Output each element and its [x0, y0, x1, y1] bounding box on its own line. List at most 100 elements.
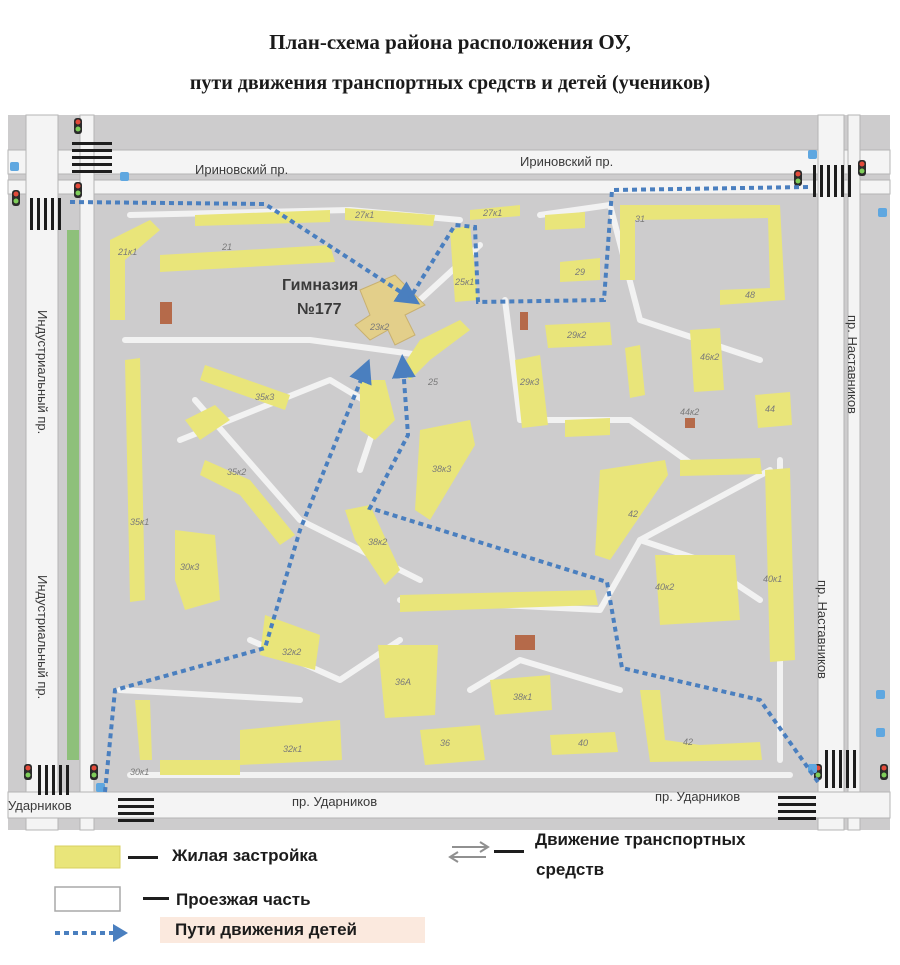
building-number: 38к2	[368, 537, 387, 547]
building	[110, 220, 160, 320]
building-number: 29к2	[566, 330, 586, 340]
building-number: 35к1	[130, 517, 149, 527]
building	[620, 205, 785, 305]
residential-buildings	[110, 205, 795, 775]
bus-stop-icon	[808, 150, 817, 159]
bus-stop-icon	[96, 783, 105, 792]
building	[400, 590, 598, 612]
building	[470, 205, 520, 220]
building	[378, 645, 438, 718]
traffic-light-icon	[880, 764, 888, 780]
path-north-west	[69, 200, 421, 305]
legend-transport-arrows-icon	[448, 841, 490, 863]
crosswalk-right-top	[813, 165, 851, 197]
building	[240, 720, 342, 765]
building	[755, 392, 792, 428]
crosswalks	[30, 142, 856, 822]
legend-path-bg	[160, 917, 425, 943]
building	[545, 322, 612, 348]
street-label-industrialny: Индустриальный пр.	[35, 310, 50, 434]
building	[345, 208, 435, 226]
crosswalk-right-bottom	[825, 750, 856, 788]
crosswalk-top-left	[72, 142, 112, 173]
building-number: 21к1	[117, 247, 137, 257]
building	[160, 760, 240, 775]
street-label-nastavnikov: пр. Наставников	[845, 315, 860, 414]
building-number: 38к1	[513, 692, 532, 702]
legend	[54, 841, 524, 943]
building	[655, 555, 740, 625]
school-label: Гимназия	[282, 277, 358, 294]
building-number: 40к2	[655, 582, 674, 592]
bus-stop-icon	[10, 162, 19, 171]
street-label-irinovsky: Ириновский пр.	[195, 162, 288, 177]
building-number: 36А	[395, 677, 411, 687]
traffic-light-icon	[24, 764, 32, 780]
building-number: 35к3	[255, 392, 274, 402]
traffic-light-icon	[90, 764, 98, 780]
building	[490, 675, 552, 715]
path-north-east	[408, 185, 809, 305]
building	[545, 212, 585, 230]
building-number: 25к1	[454, 277, 474, 287]
legend-dash	[128, 856, 158, 859]
legend-residential-label: Жилая застройка	[172, 846, 318, 865]
street-label-udarnikov: пр. Ударников	[655, 789, 740, 804]
building-number: 44к2	[680, 407, 699, 417]
bus-stop-icon	[878, 208, 887, 217]
crosswalk-bottom-left	[118, 798, 154, 822]
traffic-light-icon	[74, 118, 82, 134]
building-number: 27к1	[354, 210, 374, 220]
building-number: 36	[440, 738, 450, 748]
building	[680, 458, 762, 476]
bus-stop-icon	[876, 728, 885, 737]
building	[565, 418, 610, 437]
building-number: 48	[745, 290, 755, 300]
building	[175, 530, 220, 610]
street-label-udarnikov: пр. Ударников	[292, 794, 377, 809]
legend-children-path-label: Пути движения детей	[175, 920, 357, 939]
building-number: 30к3	[180, 562, 199, 572]
building-number: 31	[635, 214, 645, 224]
building-number: 35к2	[227, 467, 246, 477]
children-paths	[69, 185, 820, 793]
crosswalk-left-bottom	[38, 765, 69, 795]
building	[185, 405, 230, 440]
building	[160, 302, 172, 324]
legend-dash	[494, 850, 524, 853]
building	[400, 320, 470, 380]
building-number: 29к3	[519, 377, 539, 387]
building	[195, 210, 330, 226]
building-number: 27к1	[482, 208, 502, 218]
irinovsky-road	[7, 149, 891, 175]
traffic-light-icon	[74, 182, 82, 198]
building-number: 42	[683, 737, 693, 747]
street-label-industrialny: Индустриальный пр.	[35, 575, 50, 699]
building-number: 21	[221, 242, 232, 252]
building-number: 23к2	[369, 322, 389, 332]
building	[200, 460, 295, 545]
building	[520, 312, 528, 330]
building	[690, 328, 724, 392]
title-line-2: пути движения транспортных средств и дет…	[189, 72, 711, 94]
building-number: 42	[628, 509, 638, 519]
building	[560, 258, 600, 282]
building	[415, 420, 475, 520]
bus-stop-icon	[876, 690, 885, 699]
building-number: 40	[578, 738, 588, 748]
building-number: 32к1	[283, 744, 302, 754]
legend-dash	[143, 897, 169, 900]
building	[160, 245, 335, 272]
building-number: 25	[427, 377, 439, 387]
school-label: №177	[297, 301, 342, 318]
building	[515, 635, 535, 650]
building	[625, 345, 645, 398]
street-label-nastavnikov: пр. Наставников	[815, 580, 830, 679]
building-number: 44	[765, 404, 775, 414]
building	[360, 380, 395, 440]
building	[640, 690, 762, 762]
building-number: 32к2	[282, 647, 301, 657]
udarnikov-road	[7, 791, 891, 819]
title-line-1: План-схема района расположения ОУ,	[269, 30, 631, 54]
